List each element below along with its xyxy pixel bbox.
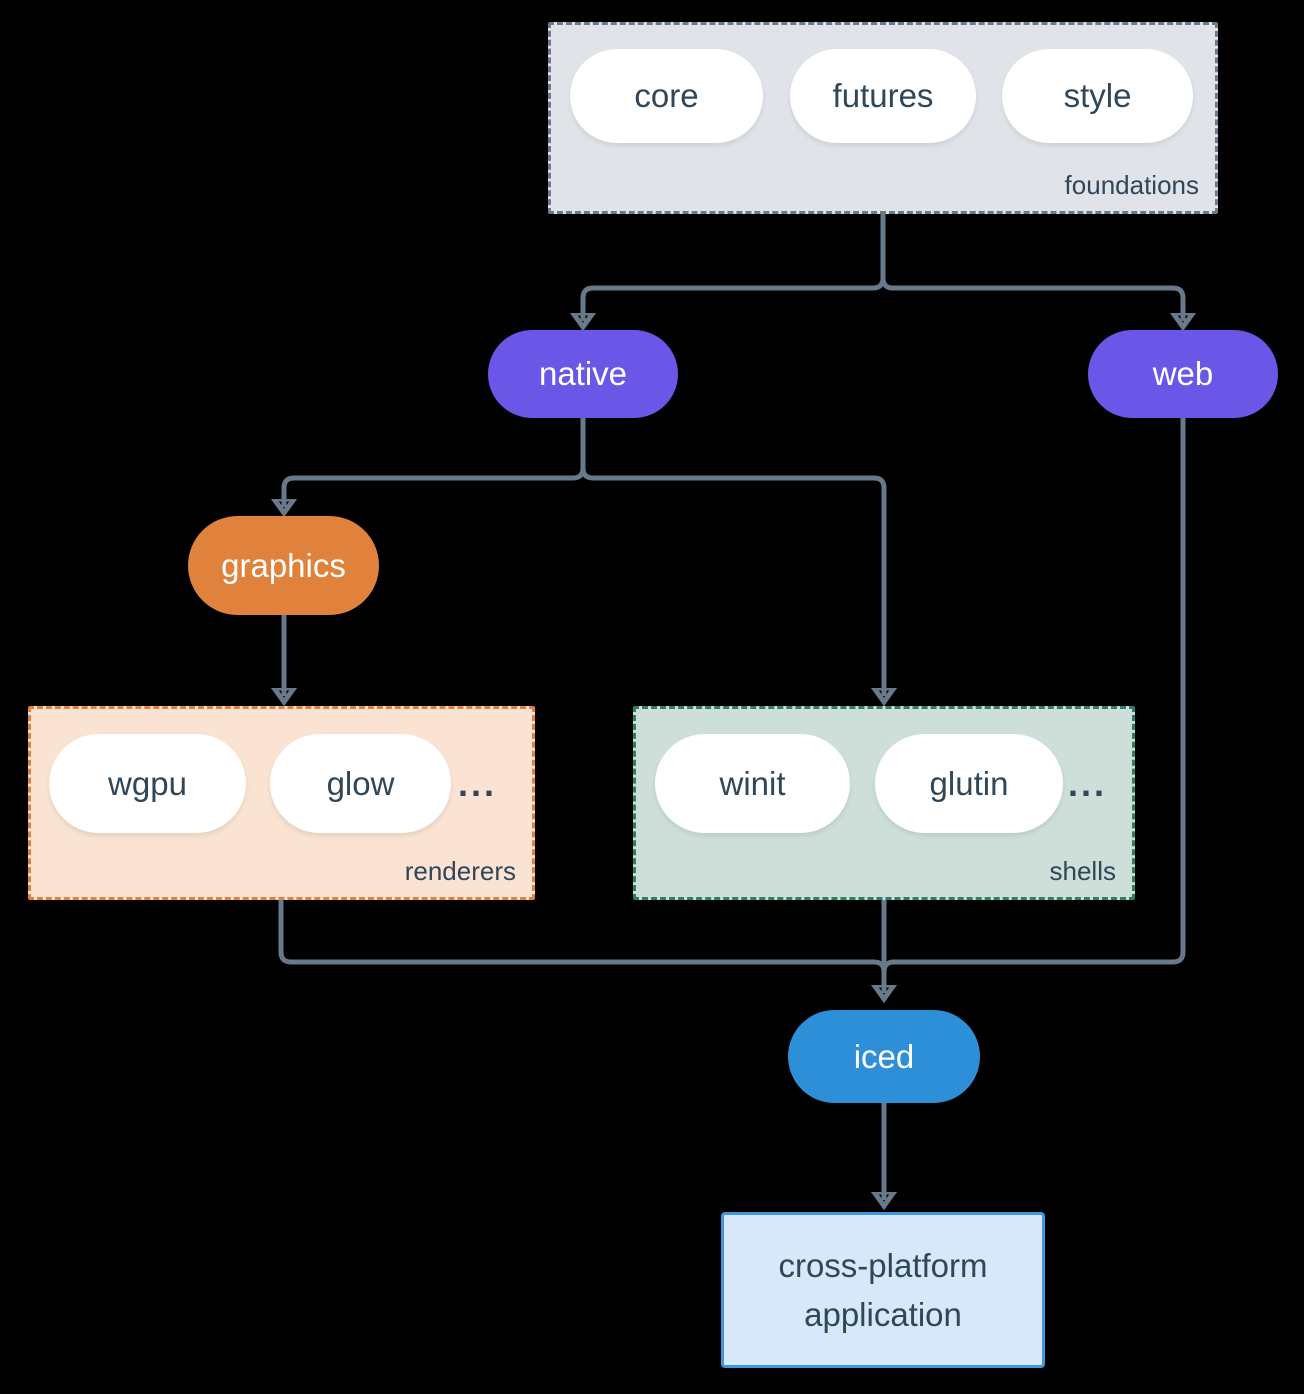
foundations-label: foundations xyxy=(1064,170,1199,200)
pill-winit: winit xyxy=(655,734,850,833)
node-web: web xyxy=(1088,330,1278,418)
pill-glow: glow xyxy=(270,734,451,833)
application-box: cross-platform application xyxy=(721,1212,1045,1368)
renderers-group: wgpu glow ... renderers xyxy=(28,706,535,900)
application-label-line2: application xyxy=(804,1296,962,1333)
foundations-group: core futures style foundations xyxy=(548,22,1218,214)
pill-glutin: glutin xyxy=(875,734,1063,833)
pill-wgpu: wgpu xyxy=(49,734,246,833)
pill-futures: futures xyxy=(790,49,976,143)
shells-group: winit glutin ... shells xyxy=(633,706,1135,900)
node-iced: iced xyxy=(788,1010,980,1103)
pill-core: core xyxy=(570,49,763,143)
shells-ellipsis: ... xyxy=(1067,763,1107,804)
shells-label: shells xyxy=(1049,856,1116,886)
arrow-native-to-graphics xyxy=(284,418,586,507)
renderers-label: renderers xyxy=(404,856,516,886)
arrow-native-to-shells xyxy=(580,418,884,696)
pill-style: style xyxy=(1002,49,1193,143)
application-label-line1: cross-platform xyxy=(778,1247,988,1284)
renderers-ellipsis: ... xyxy=(457,763,497,804)
arrow-foundations-to-web xyxy=(880,214,1183,321)
node-native: native xyxy=(488,330,678,418)
arrow-foundations-to-native xyxy=(583,214,886,321)
line-renderers-to-merge xyxy=(278,900,887,985)
node-graphics: graphics xyxy=(188,516,379,615)
